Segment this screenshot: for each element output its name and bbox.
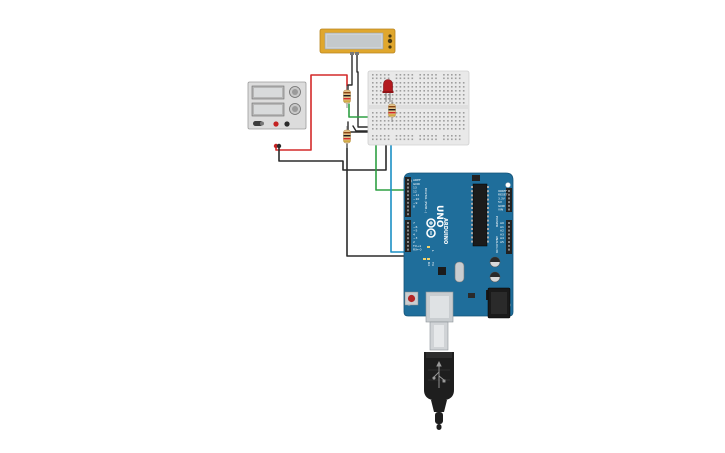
pin-label-pin-a4: A4 bbox=[500, 236, 504, 240]
pin-label-ioref: IOREF bbox=[498, 189, 507, 193]
arduino-uno-label: UNO bbox=[434, 205, 444, 228]
pin-label-pin-2: 2 bbox=[413, 240, 415, 244]
pin-label-pin-13: 13 bbox=[413, 186, 417, 190]
wire-blue-arduino[interactable] bbox=[390, 111, 407, 253]
pin-label-gnd: GND bbox=[413, 182, 421, 186]
arduino-l-led-label: L bbox=[431, 250, 435, 252]
pin-label-v33: 3.3V bbox=[498, 196, 506, 200]
pin-label-pin-rx: RX←0 bbox=[413, 248, 422, 252]
pin-label-pin-7: 7 bbox=[413, 221, 415, 225]
pin-label-pin-a5: A5 bbox=[500, 240, 504, 244]
pin-label-pin-3: ~3 bbox=[413, 236, 418, 240]
wire-green-arduino-digital[interactable] bbox=[375, 130, 407, 191]
pin-label-aref: AREF bbox=[413, 178, 421, 182]
pin-label-pin-a0: A0 bbox=[500, 221, 504, 225]
resistor-3[interactable] bbox=[388, 100, 396, 122]
pin-label-pin-5: ~5 bbox=[413, 229, 418, 233]
pin-label-vin: VIN bbox=[498, 208, 503, 212]
arduino-brand-label: ARDUINO bbox=[442, 218, 448, 244]
power-header-pins bbox=[508, 190, 510, 251]
chip-pins bbox=[471, 186, 489, 243]
arduino-analog-label: ANALOG IN bbox=[495, 236, 499, 253]
led[interactable] bbox=[382, 79, 394, 103]
lcd-display[interactable] bbox=[319, 28, 396, 55]
pin-label-v5: 5V bbox=[498, 200, 503, 204]
wire-black-lcd-left[interactable] bbox=[347, 52, 353, 96]
arduino-rx-led-label: RX bbox=[427, 262, 431, 266]
pin-label-gnd: GND bbox=[498, 204, 506, 208]
resistor-2[interactable] bbox=[343, 126, 351, 148]
pin-label-pin-11: ~11 bbox=[413, 193, 419, 197]
pin-label-pin-6: ~6 bbox=[413, 225, 418, 229]
pin-label-pin-10: ~10 bbox=[413, 197, 419, 201]
arduino-digital-label: DIGITAL (PWM~) bbox=[424, 188, 428, 213]
digital-header-pins bbox=[407, 179, 409, 251]
usb-cable[interactable] bbox=[424, 321, 454, 430]
wire-black-psu-ground[interactable] bbox=[278, 124, 387, 171]
usb-symbol-icon bbox=[432, 360, 446, 388]
pin-label-pin-4: 4 bbox=[413, 232, 415, 236]
pin-label-pin-a1: A1 bbox=[500, 225, 504, 229]
breadboard-holes bbox=[372, 74, 465, 141]
pin-label-pin-a2: A2 bbox=[500, 229, 504, 233]
pin-label-pin-a3: A3 bbox=[500, 232, 504, 236]
wire-black-lcd-right[interactable] bbox=[356, 52, 382, 128]
pin-label-pin-8: 8 bbox=[413, 205, 415, 209]
pin-label-reset: RESET bbox=[498, 193, 508, 197]
power-supply[interactable] bbox=[247, 81, 307, 149]
breadboard[interactable] bbox=[367, 70, 470, 146]
pin-label-pin-tx: TX→1 bbox=[412, 244, 421, 248]
wire-black-arduino-gnd[interactable] bbox=[346, 143, 407, 257]
resistor-1[interactable] bbox=[343, 86, 351, 108]
arduino-logo bbox=[426, 218, 436, 238]
wire-red-psu-to-resistor[interactable] bbox=[275, 74, 348, 151]
arduino-uno[interactable]: UNO ARDUINO DIGITAL (PWM~) POWER ANALOG … bbox=[403, 172, 514, 323]
pin-label-pin-9: ~9 bbox=[413, 201, 418, 205]
arduino-tx-led-label: TX bbox=[431, 261, 435, 266]
pin-label-pin-12: 12 bbox=[413, 189, 417, 193]
arduino-power-label: POWER bbox=[495, 216, 499, 227]
